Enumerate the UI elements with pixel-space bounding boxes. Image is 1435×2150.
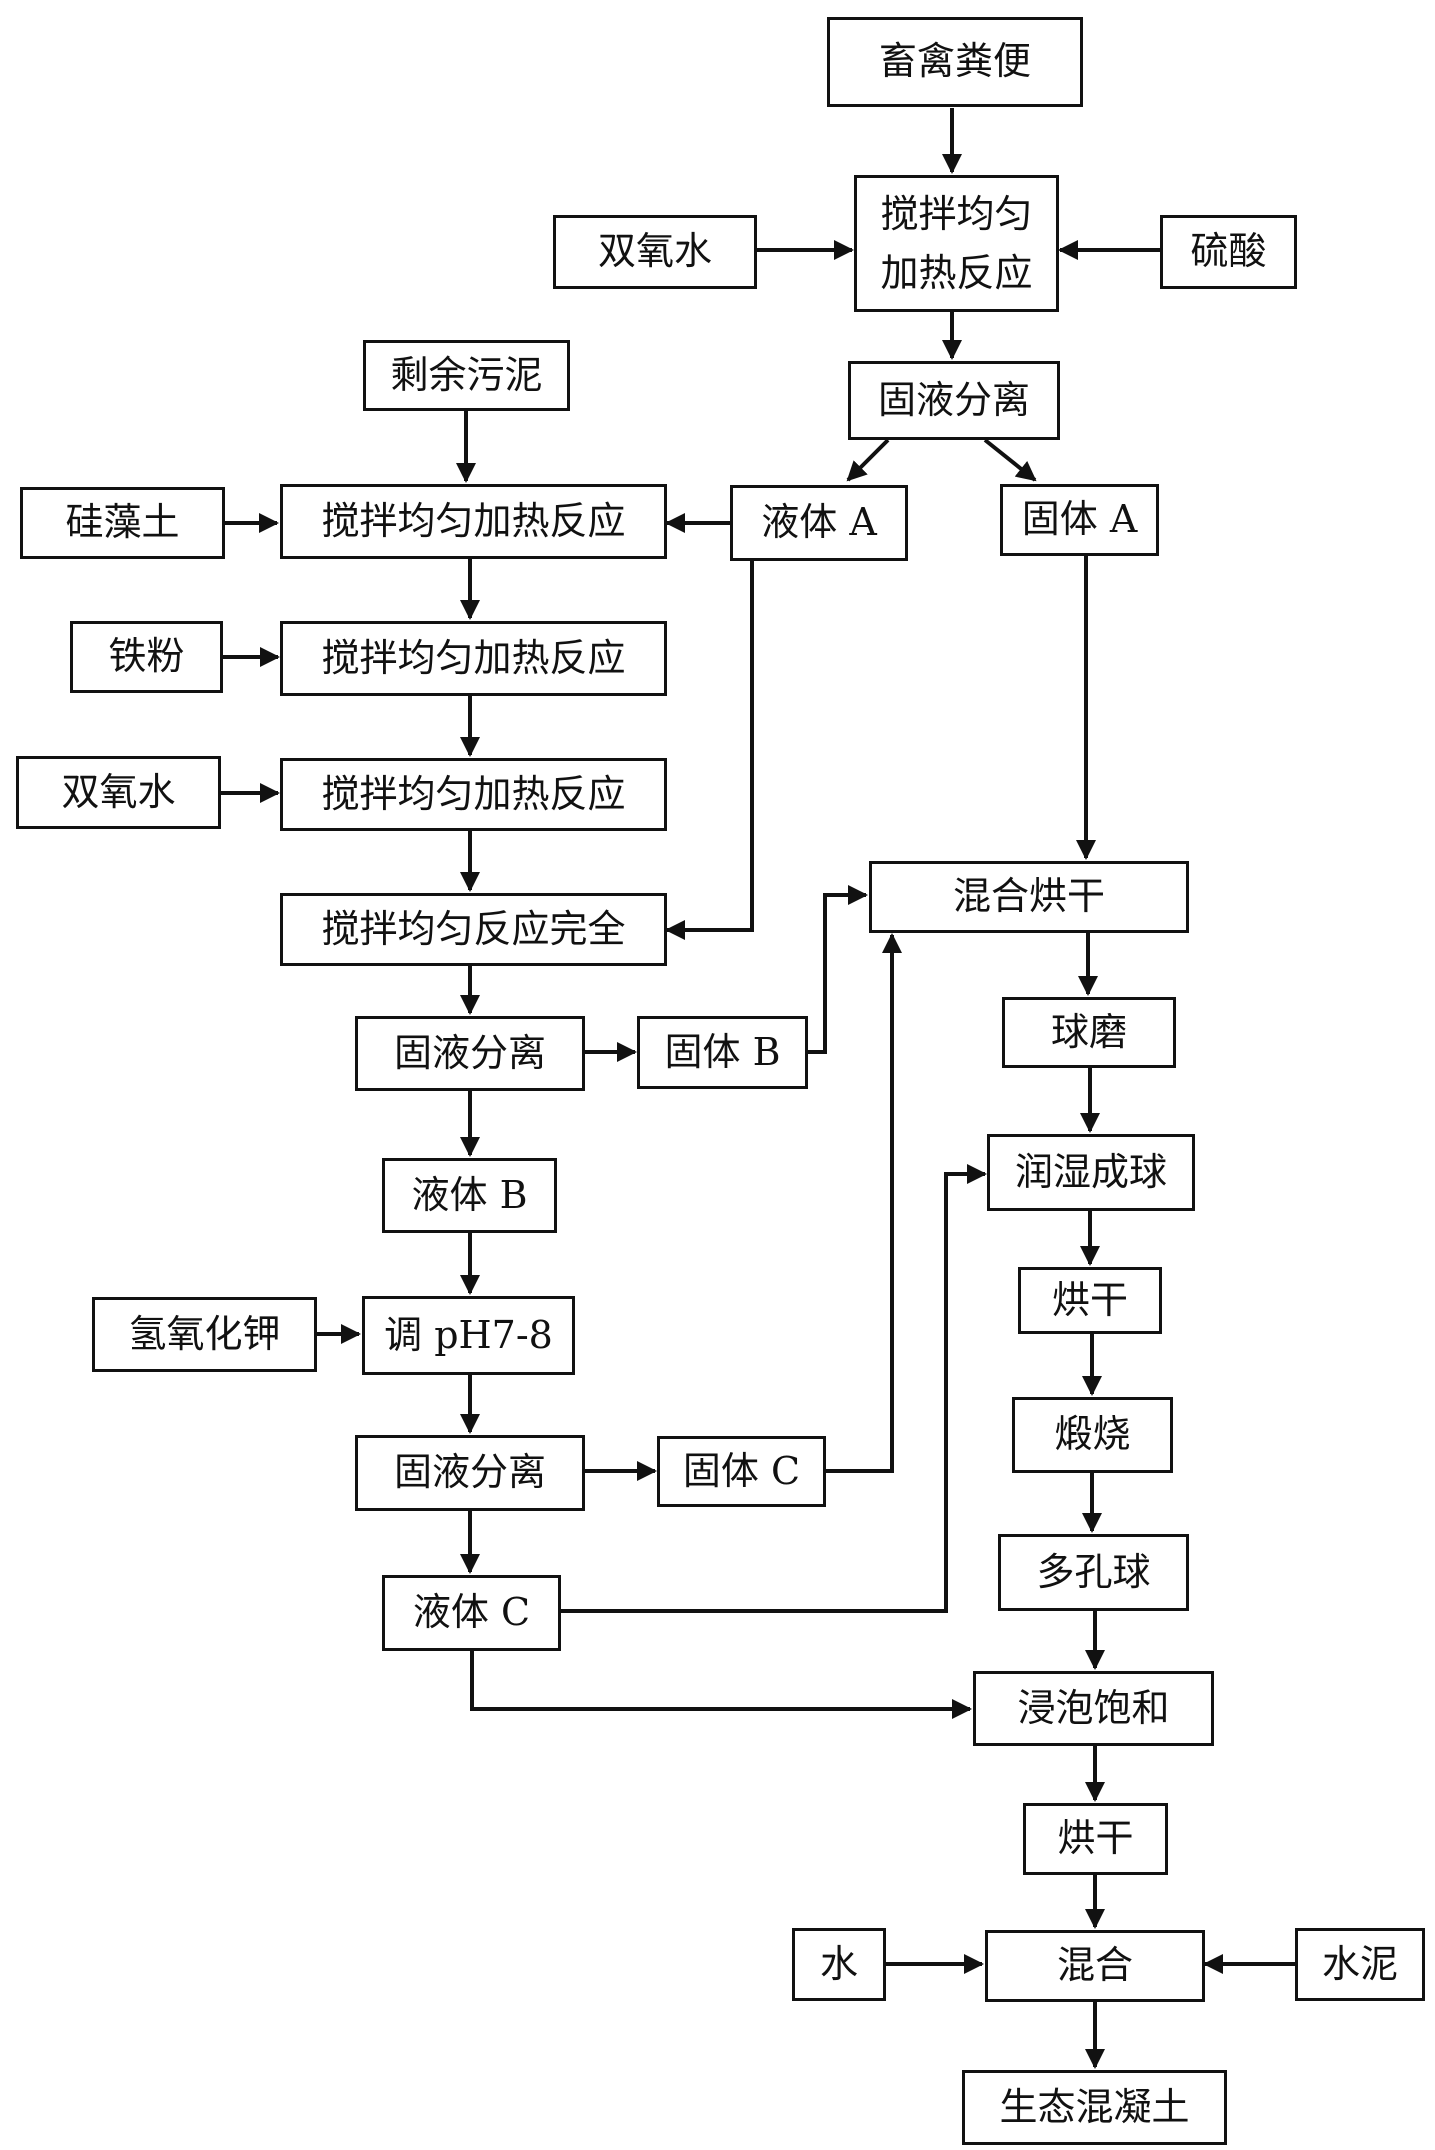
label-liquid-b: 液体 B — [411, 1172, 528, 1217]
label-solid-a: 固体 A — [1021, 497, 1138, 542]
label-liquid-a: 液体 A — [761, 500, 877, 545]
node-separation-2: 固液分离 — [355, 1016, 585, 1091]
node-koh: 氢氧化钾 — [92, 1297, 317, 1372]
node-mix: 混合 — [985, 1930, 1205, 2002]
label-separation-1: 固液分离 — [877, 377, 1030, 422]
node-wet-pelletize: 润湿成球 — [987, 1134, 1195, 1211]
node-solid-c: 固体 C — [657, 1436, 826, 1507]
node-dry-1: 烘干 — [1018, 1267, 1162, 1334]
label-dry-1: 烘干 — [1051, 1277, 1128, 1322]
node-stir-heat-1: 搅拌均匀加热反应 — [280, 484, 667, 559]
label-excess-sludge: 剩余污泥 — [390, 352, 543, 397]
node-porous-ball: 多孔球 — [998, 1534, 1189, 1611]
label-dry-2: 烘干 — [1057, 1816, 1134, 1861]
label-stir-complete: 搅拌均匀反应完全 — [321, 906, 626, 951]
label-soak-saturate: 浸泡饱和 — [1017, 1685, 1170, 1730]
label-mix-dry: 混合烘干 — [952, 874, 1105, 919]
label-solid-b: 固体 B — [664, 1029, 781, 1074]
node-water: 水 — [792, 1928, 886, 2001]
node-h2o2-top: 双氧水 — [553, 215, 757, 289]
arrow-liquid-c-to-pellet — [561, 1164, 987, 1613]
node-solid-b: 固体 B — [637, 1016, 808, 1089]
arrow-sep1-to-liquid-a — [846, 438, 890, 482]
label-adjust-ph: 调 pH7-8 — [384, 1312, 553, 1357]
node-dry-2: 烘干 — [1023, 1803, 1168, 1875]
label-mix: 混合 — [1056, 1943, 1133, 1988]
node-diatomite: 硅藻土 — [20, 487, 225, 559]
node-adjust-ph: 调 pH7-8 — [362, 1296, 575, 1375]
node-soak-saturate: 浸泡饱和 — [973, 1671, 1214, 1746]
label-wet-pelletize: 润湿成球 — [1014, 1149, 1167, 1194]
label-h2o2-top: 双氧水 — [597, 229, 712, 274]
node-livestock-manure: 畜禽粪便 — [827, 17, 1083, 107]
arrow-solid-b-to-mixdry — [808, 885, 868, 1054]
label-solid-c: 固体 C — [682, 1448, 801, 1493]
arrow-sep1-to-solid-a — [983, 438, 1037, 482]
node-h2o2-mid: 双氧水 — [16, 756, 221, 829]
label-koh: 氢氧化钾 — [128, 1311, 281, 1356]
label-stir-heat-top-line1: 搅拌均匀 — [880, 191, 1033, 236]
label-porous-ball: 多孔球 — [1036, 1549, 1151, 1594]
label-livestock-manure: 畜禽粪便 — [878, 39, 1031, 84]
label-separation-2: 固液分离 — [393, 1030, 546, 1075]
label-calcine: 煅烧 — [1054, 1412, 1131, 1457]
node-cement: 水泥 — [1295, 1928, 1425, 2001]
label-stir-heat-3: 搅拌均匀加热反应 — [321, 771, 626, 816]
node-stir-heat-top: 搅拌均匀 加热反应 — [854, 175, 1059, 312]
node-liquid-c: 液体 C — [382, 1575, 561, 1651]
node-ball-mill: 球磨 — [1002, 997, 1176, 1068]
node-sulfuric-acid: 硫酸 — [1160, 215, 1297, 289]
arrow-solid-c-to-mixdry — [826, 933, 902, 1473]
label-water: 水 — [819, 1941, 858, 1986]
node-liquid-a: 液体 A — [730, 485, 908, 561]
node-liquid-b: 液体 B — [382, 1158, 557, 1233]
label-iron-powder: 铁粉 — [108, 634, 185, 679]
label-stir-heat-2: 搅拌均匀加热反应 — [321, 635, 626, 680]
label-ball-mill: 球磨 — [1050, 1009, 1127, 1054]
node-separation-3: 固液分离 — [355, 1435, 585, 1511]
label-stir-heat-top-line2: 加热反应 — [880, 250, 1033, 295]
label-sulfuric-acid: 硫酸 — [1190, 229, 1267, 274]
label-cement: 水泥 — [1321, 1941, 1398, 1986]
node-eco-concrete: 生态混凝土 — [962, 2070, 1227, 2145]
node-stir-heat-2: 搅拌均匀加热反应 — [280, 621, 667, 696]
label-stir-heat-1: 搅拌均匀加热反应 — [321, 498, 626, 543]
label-h2o2-mid: 双氧水 — [61, 769, 176, 814]
arrow-liquid-c-to-soak — [470, 1651, 972, 1719]
node-stir-complete: 搅拌均匀反应完全 — [280, 893, 667, 966]
arrow-liquid-a-to-complete — [665, 561, 754, 940]
node-separation-1: 固液分离 — [848, 361, 1060, 440]
label-eco-concrete: 生态混凝土 — [999, 2084, 1190, 2129]
node-solid-a: 固体 A — [1000, 484, 1159, 556]
node-excess-sludge: 剩余污泥 — [363, 340, 570, 411]
node-iron-powder: 铁粉 — [70, 621, 223, 693]
node-stir-heat-3: 搅拌均匀加热反应 — [280, 758, 667, 831]
label-liquid-c: 液体 C — [412, 1590, 531, 1635]
node-calcine: 煅烧 — [1012, 1397, 1173, 1473]
label-separation-3: 固液分离 — [393, 1450, 546, 1495]
label-diatomite: 硅藻土 — [65, 500, 180, 545]
node-mix-dry: 混合烘干 — [869, 861, 1189, 933]
